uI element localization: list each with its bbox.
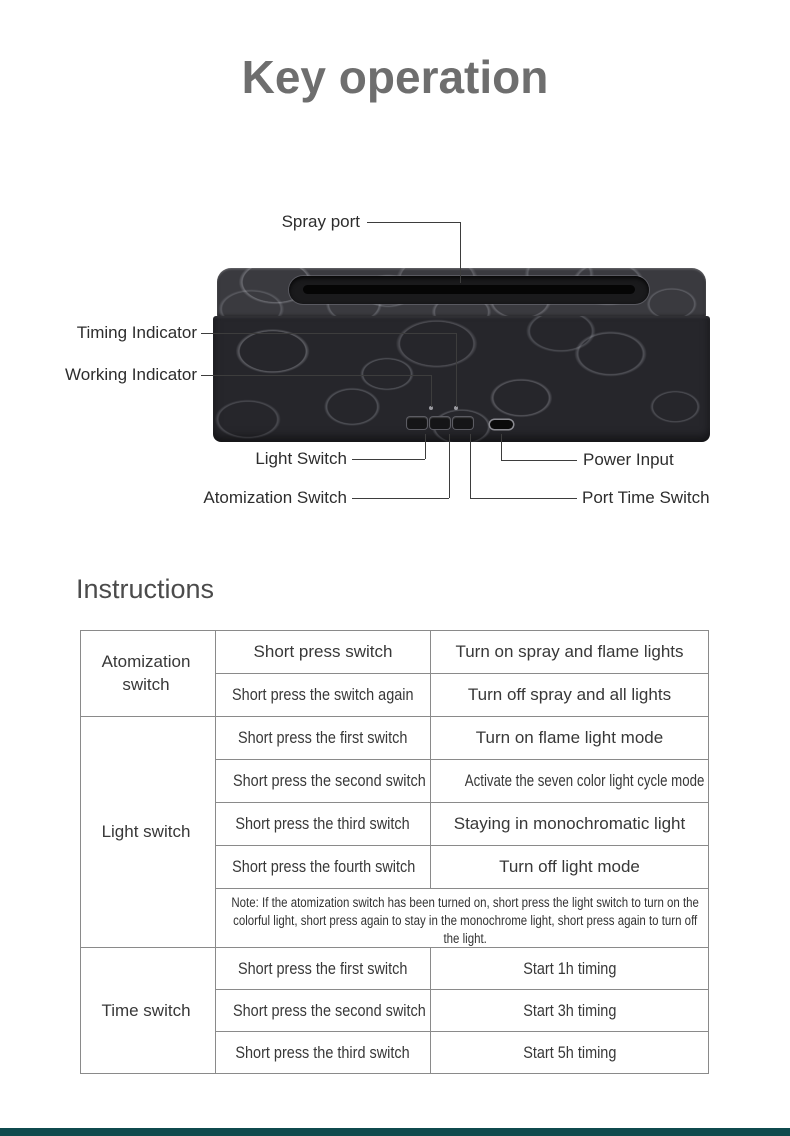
action-cell: Short press the third switch [215, 1031, 431, 1075]
result-cell: Activate the seven color light cycle mod… [430, 759, 709, 803]
light-switch-note: Note: If the atomization switch has been… [231, 895, 699, 946]
callout-light-switch: Light Switch [255, 449, 347, 468]
timing-indicator-led [454, 406, 458, 410]
table-row: Time switch Short press the first switch… [80, 947, 709, 1075]
spray-slot-opening [303, 285, 635, 294]
callout-power-input: Power Input [583, 450, 674, 469]
callout-timing-indicator: Timing Indicator [76, 323, 197, 342]
note-cell: Note: If the atomization switch has been… [215, 887, 709, 949]
leader-line-atomization-switch-h [352, 498, 449, 499]
leader-line-working-indicator-h [201, 375, 431, 376]
result-cell: Start 1h timing [430, 947, 709, 991]
control-buttons [407, 417, 473, 429]
result-cell: Start 5h timing [430, 1031, 709, 1075]
action-cell: Short press the switch again [215, 673, 431, 717]
table-row: Short press the second switch Activate t… [81, 759, 709, 803]
table-row: Short press the third switch Staying in … [81, 802, 709, 846]
action-cell: Short press the third switch [215, 802, 431, 846]
result-cell: Turn off light mode [430, 845, 709, 889]
table-row: Short press the fourth switch Turn off l… [81, 845, 709, 889]
table-row: Short press the second switch Start 3h t… [81, 989, 709, 1033]
leader-line-port-time-switch-v [470, 434, 471, 498]
leader-line-spray-port-h [367, 222, 460, 223]
leader-line-spray-port-v [460, 222, 461, 283]
callout-atomization-switch: Atomization Switch [203, 488, 347, 507]
callout-working-indicator: Working Indicator [65, 365, 197, 384]
leader-line-working-indicator-v [431, 375, 432, 407]
leader-line-light-switch-h [352, 459, 425, 460]
working-indicator-led [429, 406, 433, 410]
result-cell: Start 3h timing [430, 989, 709, 1033]
table-row: Light switch Short press the first switc… [80, 715, 709, 949]
time-switch-button [453, 417, 473, 429]
device-top-face [217, 268, 706, 318]
spray-slot [289, 276, 649, 304]
group-label-time: Time switch [80, 947, 216, 1075]
action-cell: Short press the fourth switch [215, 845, 431, 889]
table-row: Note: If the atomization switch has been… [81, 887, 709, 949]
instructions-heading: Instructions [76, 574, 215, 604]
usb-power-port [490, 420, 513, 429]
leader-line-timing-indicator-h [201, 333, 456, 334]
action-cell: Short press switch [215, 630, 431, 674]
light-switch-button [407, 417, 427, 429]
instructions-table: Atomization switch Short press switch Tu… [80, 630, 709, 1075]
group-label-atomization: Atomization switch [80, 630, 216, 717]
result-cell: Staying in monochromatic light [430, 802, 709, 846]
result-cell: Turn off spray and all lights [430, 673, 709, 717]
page-title: Key operation [241, 51, 549, 103]
action-cell: Short press the second switch [215, 989, 431, 1033]
result-cell: Turn on spray and flame lights [430, 630, 709, 674]
leader-line-atomization-switch-v [449, 434, 450, 498]
result-cell: Turn on flame light mode [430, 716, 709, 760]
action-cell: Short press the second switch [215, 759, 431, 803]
action-cell: Short press the first switch [215, 716, 431, 760]
leader-line-port-time-switch-h [470, 498, 577, 499]
leader-line-power-input-v [501, 434, 502, 460]
table-row: Atomization switch Short press switch Tu… [80, 630, 709, 717]
bottom-accent-bar [0, 1128, 790, 1136]
device-image [213, 268, 710, 442]
callout-spray-port: Spray port [281, 212, 360, 231]
leader-line-timing-indicator-v [456, 333, 457, 407]
table-row: Short press the third switch Start 5h ti… [81, 1031, 709, 1075]
leader-line-light-switch-v [425, 434, 426, 459]
callout-port-time-switch: Port Time Switch [582, 488, 710, 507]
device-front-face [213, 316, 710, 442]
leader-line-power-input-h [501, 460, 577, 461]
atomization-switch-button [430, 417, 450, 429]
action-cell: Short press the first switch [215, 947, 431, 991]
group-label-light: Light switch [80, 715, 216, 949]
